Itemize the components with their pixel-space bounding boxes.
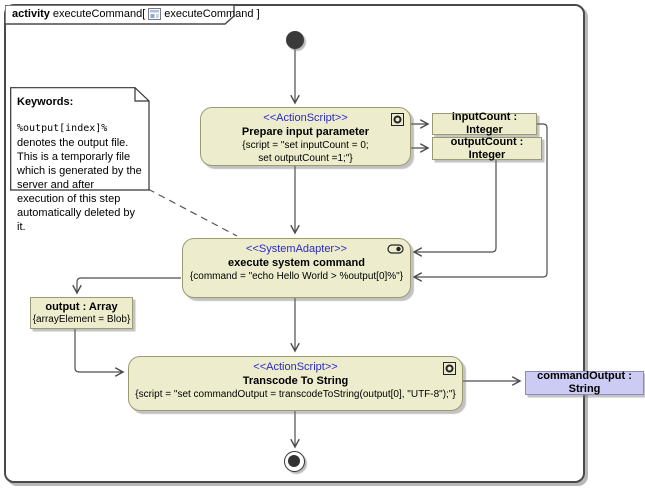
commandoutput-label: commandOutput : String: [537, 370, 632, 395]
activity-diagram-icon: [148, 8, 162, 20]
execute-name: execute system command: [228, 257, 365, 269]
edge-outputcount-to-execute: [414, 160, 497, 252]
execute-stereotype: <<SystemAdapter>>: [246, 243, 347, 255]
script-gear-icon: [443, 362, 456, 375]
transcode-detail: {script = "set commandOutput = transcode…: [135, 389, 456, 400]
action-execute-system-command[interactable]: <<SystemAdapter>> execute system command…: [182, 238, 411, 298]
edge-execute-to-outputarray: [77, 277, 181, 293]
outputcount-label: outputCount : Integer: [450, 135, 524, 161]
edge-outputarray-to-transcode: [74, 329, 123, 372]
object-node-output-array[interactable]: output : Array {arrayElement = Blob}: [30, 297, 133, 329]
note-shape: [10, 87, 150, 191]
frame-title-suffix: executeCommand ]: [164, 8, 260, 20]
prepare-stereotype: <<ActionScript>>: [263, 112, 348, 124]
note-paragraph: %output[index]% denotes the output file.…: [17, 121, 143, 234]
action-transcode-to-string[interactable]: <<ActionScript>> Transcode To String {sc…: [128, 356, 463, 411]
prepare-detail-line2: set outputCount =1;"}: [258, 153, 353, 164]
edge-inputcount-to-execute: [414, 123, 548, 277]
activity-final-node[interactable]: [284, 451, 305, 472]
keywords-note[interactable]: Keywords: %output[index]% denotes the ou…: [17, 95, 143, 234]
note-title: Keywords:: [17, 96, 74, 108]
frame-title: activity executeCommand[ executeCommand …: [12, 7, 260, 21]
outputarray-detail: {arrayElement = Blob}: [32, 313, 131, 325]
frame-title-tab: [5, 5, 235, 25]
edge-note-to-execute: [147, 188, 238, 237]
script-gear-icon: [391, 113, 404, 126]
execute-detail: {command = "echo Hello World > %output[0…: [189, 271, 404, 282]
action-prepare-input-parameter[interactable]: <<ActionScript>> Prepare input parameter…: [200, 107, 411, 166]
object-node-outputcount[interactable]: outputCount : Integer: [432, 135, 542, 161]
frame-title-keyword: activity: [12, 8, 50, 20]
note-body-text: This is a temporarly file which is gener…: [17, 151, 142, 233]
object-node-inputcount[interactable]: inputCount : Integer: [432, 111, 537, 136]
transcode-stereotype: <<ActionScript>>: [253, 361, 338, 373]
prepare-name: Prepare input parameter: [241, 126, 370, 138]
prepare-detail-line1: {script = "set inputCount = 0;: [242, 140, 369, 151]
transcode-name: Transcode To String: [242, 375, 349, 387]
note-code: %output[index]%: [17, 123, 108, 134]
inputcount-label: inputCount : Integer: [451, 111, 518, 136]
outputarray-name: output : Array: [45, 300, 118, 313]
note-code-suffix: denotes the output file.: [17, 137, 129, 149]
initial-node[interactable]: [286, 31, 304, 49]
adapter-pill-icon: [387, 244, 404, 254]
object-node-commandoutput[interactable]: commandOutput : String: [525, 370, 644, 395]
frame-title-name: executeCommand[: [52, 8, 146, 20]
